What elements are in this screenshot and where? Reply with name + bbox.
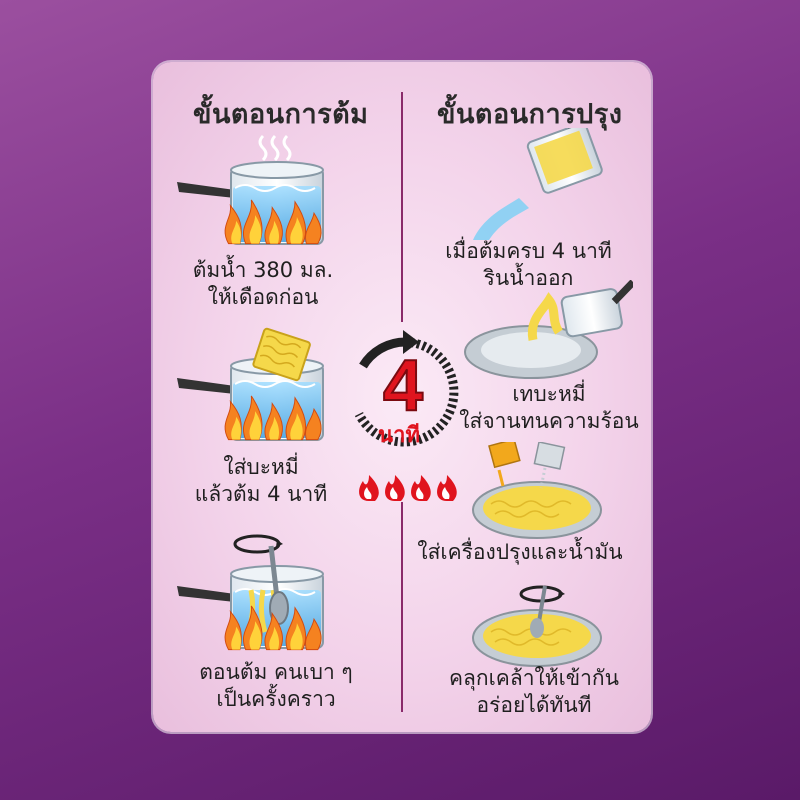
instruction-card: ขั้นตอนการต้ม ขั้นตอนการปรุง ต้มน้ำ 380 … bbox=[153, 62, 651, 732]
cook-step-1-text: เมื่อต้มครบ 4 นาทีรินน้ำออก bbox=[445, 239, 612, 290]
cook-step-3-text: ใส่เครื่องปรุงและน้ำมัน bbox=[417, 540, 623, 564]
plate-icon bbox=[464, 325, 598, 379]
drain-water-illustration bbox=[473, 128, 603, 240]
timer-number: 4 bbox=[383, 346, 423, 426]
spoon-icon bbox=[268, 545, 289, 625]
rotate-icon bbox=[233, 534, 283, 554]
boiling-pot-illustration bbox=[176, 134, 324, 245]
seasoning-packet-icon bbox=[533, 442, 566, 470]
spoon-icon bbox=[530, 585, 547, 638]
column-divider-top bbox=[401, 92, 403, 322]
chili-icon bbox=[385, 475, 405, 501]
pouring-water bbox=[473, 198, 529, 240]
heat-level-icons bbox=[359, 475, 457, 501]
boil-step-3-text: ตอนต้ม คนเบา ๆเป็นครั้งคราว bbox=[199, 660, 353, 711]
cook-step-4-text: คลุกเคล้าให้เข้ากันอร่อยได้ทันที bbox=[448, 666, 619, 717]
chili-icon bbox=[437, 475, 457, 501]
timer-icon: 4 นาที bbox=[354, 330, 459, 448]
mix-illustration bbox=[472, 585, 602, 667]
noodle-strands bbox=[527, 292, 563, 341]
chili-icon bbox=[359, 475, 379, 501]
boil-step-1-text: ต้มน้ำ 380 มล.ให้เดือดก่อน bbox=[192, 258, 334, 309]
pour-noodle-illustration bbox=[464, 280, 633, 379]
cook-steps-title: ขั้นตอนการปรุง bbox=[437, 99, 623, 130]
add-noodle-illustration bbox=[176, 327, 324, 441]
plate-icon bbox=[472, 481, 602, 539]
boil-step-2-text: ใส่บะหมี่แล้วต้ม 4 นาที bbox=[194, 455, 328, 506]
boil-steps-title: ขั้นตอนการต้ม bbox=[193, 99, 369, 130]
pot-icon bbox=[560, 280, 633, 338]
cook-step-2-text: เทบะหมี่ใส่จานทนความร้อน bbox=[459, 382, 639, 433]
column-divider-bottom bbox=[401, 502, 403, 712]
seasoning-packet-icon bbox=[488, 442, 521, 469]
noodle-block-icon bbox=[252, 327, 311, 382]
chili-icon bbox=[411, 475, 431, 501]
timer-unit: นาที bbox=[378, 423, 420, 448]
seasoning-illustration bbox=[472, 442, 602, 539]
pot-icon bbox=[526, 128, 603, 194]
stir-pot-illustration bbox=[176, 534, 324, 651]
steam-icon bbox=[258, 134, 292, 162]
